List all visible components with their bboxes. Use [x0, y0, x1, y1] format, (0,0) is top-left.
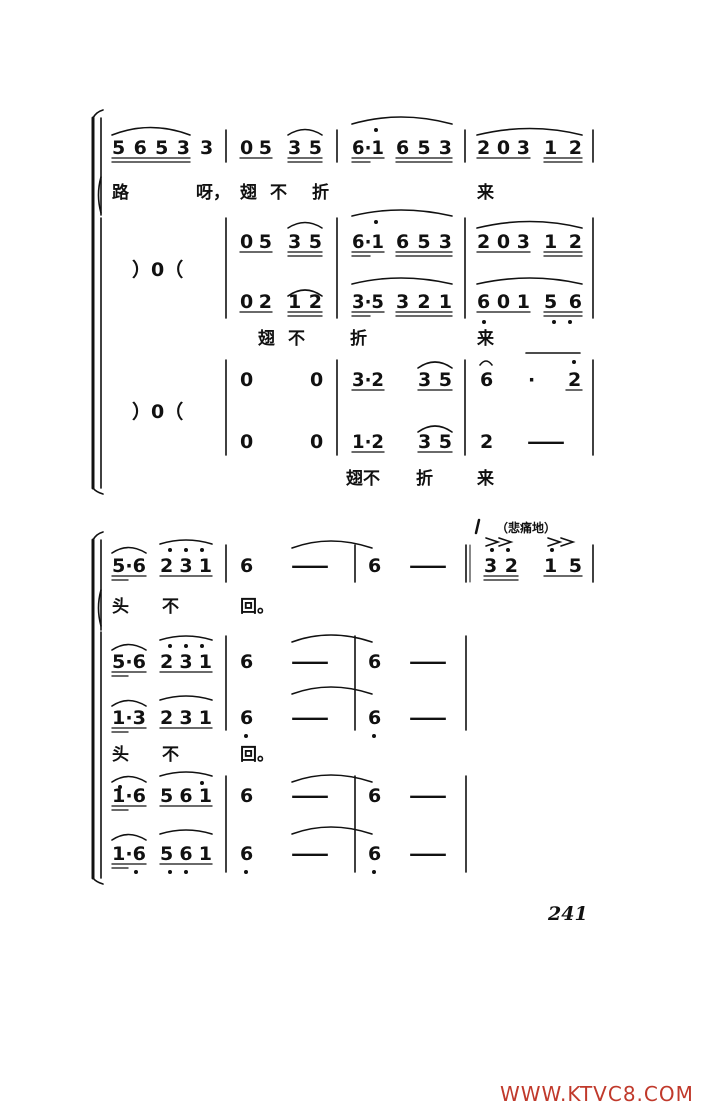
- s2-s3-m2b: —: [290, 785, 330, 807]
- s1-sop2-m2a: 02: [240, 291, 272, 313]
- s2-s2-m1b: 231: [160, 707, 212, 729]
- expression-mark: （悲痛地）: [496, 520, 556, 535]
- s1-low1-m4b: ·: [528, 369, 535, 391]
- s1-sop2-m3b: 321: [396, 291, 452, 313]
- s1-low1-m4a: 6: [480, 369, 493, 391]
- s1-low2-m4b: —: [526, 431, 566, 453]
- s1-low1-m3a: 3·2: [352, 369, 384, 391]
- s2-solo-m4b: 15: [544, 555, 582, 577]
- s2-s2-m1a: 1·3: [112, 707, 146, 729]
- system-2-underlines: [111, 575, 583, 869]
- s2-solo-lyric-2: 不: [162, 597, 179, 617]
- s1-low1-m4c: 2: [568, 369, 581, 391]
- s1-rest-1: ）0（: [132, 258, 183, 281]
- s2-solo-m2b: —: [290, 555, 330, 577]
- s1-low2-m3b: 35: [418, 431, 452, 453]
- s1-sop1-m2a: 05: [240, 231, 272, 253]
- s2-s4-m2a: 6: [240, 843, 253, 865]
- s1-sop2-m3a: 3·5: [352, 291, 384, 313]
- octave-dots: [118, 128, 576, 874]
- s2-s2-m2b: —: [290, 707, 330, 729]
- system-2-ties: [111, 537, 576, 841]
- s2-solo-m4a: 32: [484, 555, 518, 577]
- s1-solo-lyric-2: 呀，: [196, 183, 230, 203]
- s1-low1-m3b: 35: [418, 369, 452, 391]
- s1-solo-m3a: 6·1: [352, 137, 384, 159]
- system-1-brackets: [91, 109, 104, 495]
- s1-sop1-m4b: 12: [544, 231, 582, 253]
- s2-s1-m1b: 231: [160, 651, 212, 673]
- s2-s1-m2b: —: [290, 651, 330, 673]
- s2-s3-m2a: 6: [240, 785, 253, 807]
- s1-solo-lyric-4: 不: [270, 183, 287, 203]
- s2-s2-m2a: 6: [240, 707, 253, 729]
- s1-solo-m3b: 653: [396, 137, 452, 159]
- s1-solo-lyric-1: 路: [112, 182, 130, 203]
- s2-lyric-1: 头: [112, 745, 129, 765]
- s1-solo-lyric-6: 来: [476, 182, 495, 203]
- s2-solo-lyric-1: 头: [112, 597, 129, 617]
- s2-s1-m3a: 6: [368, 651, 381, 673]
- s2-lyric-3: 回。: [240, 745, 274, 765]
- s1-sop2-m2b: 12: [288, 291, 322, 313]
- s1-low2-m3a: 1·2: [352, 431, 384, 453]
- s1-rest-2: ）0（: [132, 400, 183, 423]
- s1-solo-lyric-3: 翅: [239, 182, 257, 203]
- s1-solo-lyric-5: 折: [312, 182, 329, 203]
- s1-low1-m2a: 0: [240, 369, 253, 391]
- s1-low2-m4a: 2: [480, 431, 493, 453]
- s2-s3-m3a: 6: [368, 785, 381, 807]
- s2-s1-m2a: 6: [240, 651, 253, 673]
- watermark: WWW.KTVC8.COM: [500, 1082, 694, 1106]
- s2-s4-m1b: 561: [160, 843, 212, 865]
- s1-solo-m2b: 35: [288, 137, 322, 159]
- s1-sop1-m3b: 653: [396, 231, 452, 253]
- s1-solo-m2a: 05: [240, 137, 272, 159]
- s2-solo-m1a: 5·6: [112, 555, 146, 577]
- s1-solo-m1a: 5653: [112, 137, 190, 159]
- s1-sop1-m3a: 6·1: [352, 231, 384, 253]
- system-2-brackets: [91, 531, 104, 885]
- s1-lyric-a-2: 不: [288, 329, 305, 349]
- s2-lyric-2: 不: [162, 745, 179, 765]
- s1-lyric-a-3: 折: [350, 328, 367, 349]
- s1-sop2-m4a: 601: [477, 291, 530, 313]
- s1-lyric-b-1: 翅不: [345, 468, 380, 489]
- s2-solo-lyric-3: 回。: [240, 597, 274, 617]
- s2-s1-m3b: —: [408, 651, 448, 673]
- s2-solo-m3b: —: [408, 555, 448, 577]
- s2-solo-m2a: 6: [240, 555, 253, 577]
- system-1-underlines: [111, 157, 583, 453]
- page-number: 241: [547, 903, 588, 925]
- s1-lyric-b-2: 折: [416, 468, 433, 489]
- s2-s4-m3a: 6: [368, 843, 381, 865]
- s1-sop1-m2b: 35: [288, 231, 322, 253]
- s1-low1-m2b: 0: [310, 369, 323, 391]
- s2-s4-m1a: 1·6: [112, 843, 146, 865]
- system-1-barlines: [225, 129, 594, 456]
- s1-low2-m2b: 0: [310, 431, 323, 453]
- system-1-slurs: [111, 116, 583, 433]
- s2-s4-m3b: —: [408, 843, 448, 865]
- s2-s2-m3a: 6: [368, 707, 381, 729]
- s1-lyric-a-1: 翅: [257, 328, 275, 349]
- s1-sop2-m4b: 56: [544, 291, 582, 313]
- s1-lyric-b-3: 来: [476, 468, 495, 489]
- system-2-barlines: [225, 518, 594, 873]
- s1-low2-m2a: 0: [240, 431, 253, 453]
- s2-s3-m3b: —: [408, 785, 448, 807]
- s2-s2-m3b: —: [408, 707, 448, 729]
- s2-s3-m1a: 1·6: [112, 785, 146, 807]
- s1-sop1-m4a: 203: [477, 231, 530, 253]
- s2-s4-m2b: —: [290, 843, 330, 865]
- s1-solo-m4a: 203: [477, 137, 530, 159]
- s2-solo-m3a: 6: [368, 555, 381, 577]
- s1-lyric-a-4: 来: [476, 328, 495, 349]
- s2-solo-m1b: 231: [160, 555, 212, 577]
- s1-solo-m4b: 12: [544, 137, 582, 159]
- s2-s3-m1b: 561: [160, 785, 212, 807]
- s2-s1-m1a: 5·6: [112, 651, 146, 673]
- s1-solo-m1b: 3: [200, 137, 213, 159]
